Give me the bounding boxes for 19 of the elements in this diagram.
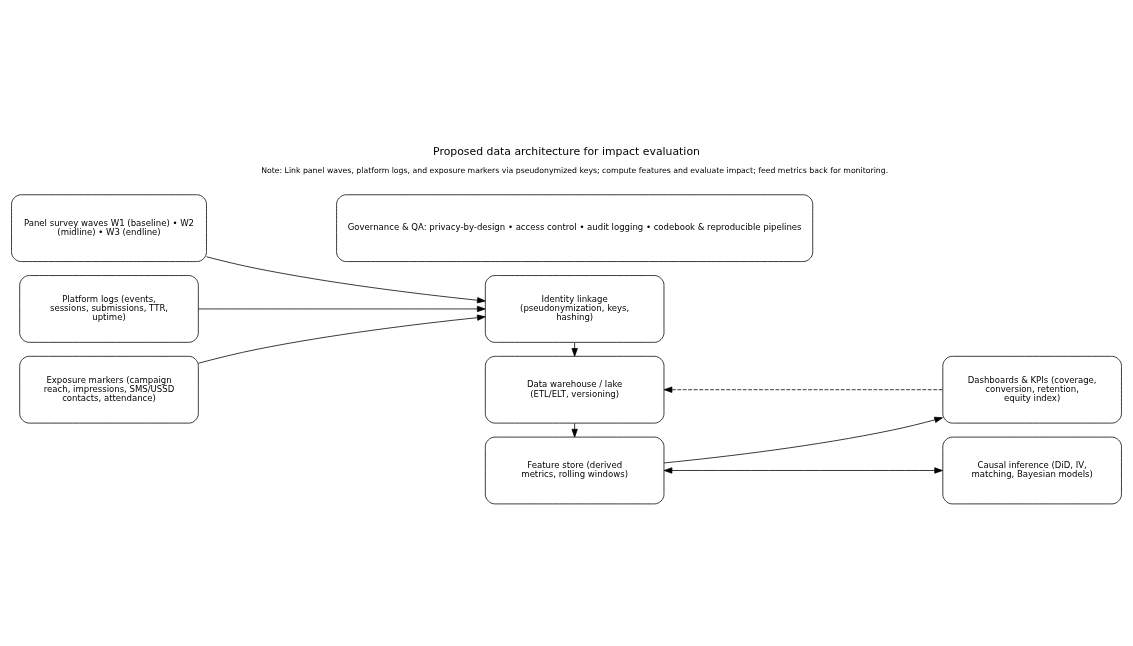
arrow [198, 305, 486, 312]
arrow [663, 386, 943, 393]
node-box: Dashboards & KPIs (coverage, conversion, retention, equity index) [942, 355, 1122, 423]
arrow [571, 422, 578, 437]
node-box: Exposure markers (campaign reach, impressions, SMS/USSD contacts, attendance) [19, 355, 199, 423]
arrow [571, 341, 578, 357]
node-box: Causal inference (DiD, IV, matching, Bayesian models) [942, 436, 1122, 504]
arrow [663, 466, 943, 474]
node-box: Governance & QA: privacy-by-design • access control • audit logging • codebook & reproducible pipelines [336, 193, 814, 262]
node-box: Feature store (derived metrics, rolling windows) [484, 436, 665, 504]
arrow [206, 255, 486, 303]
arrow [663, 416, 943, 463]
arrow [198, 314, 486, 364]
node-box: Platform logs (events, sessions, submissions, TTR, uptime) [19, 274, 199, 343]
diagram-title: Proposed data architecture for impact evaluation [433, 144, 700, 158]
label: Note: Link panel waves, platform logs, and exposure markers via pseudonymized keys; compute features and evaluate impact; feed metrics back for monitoring. [261, 165, 889, 175]
node-box: Identity linkage (pseudonymization, keys, hashing) [484, 274, 665, 343]
node-box: Data warehouse / lake (ETL/ELT, versioning) [484, 355, 665, 423]
node-box: Panel survey waves W1 (baseline) • W2 (midline) • W3 (endline) [11, 193, 207, 262]
